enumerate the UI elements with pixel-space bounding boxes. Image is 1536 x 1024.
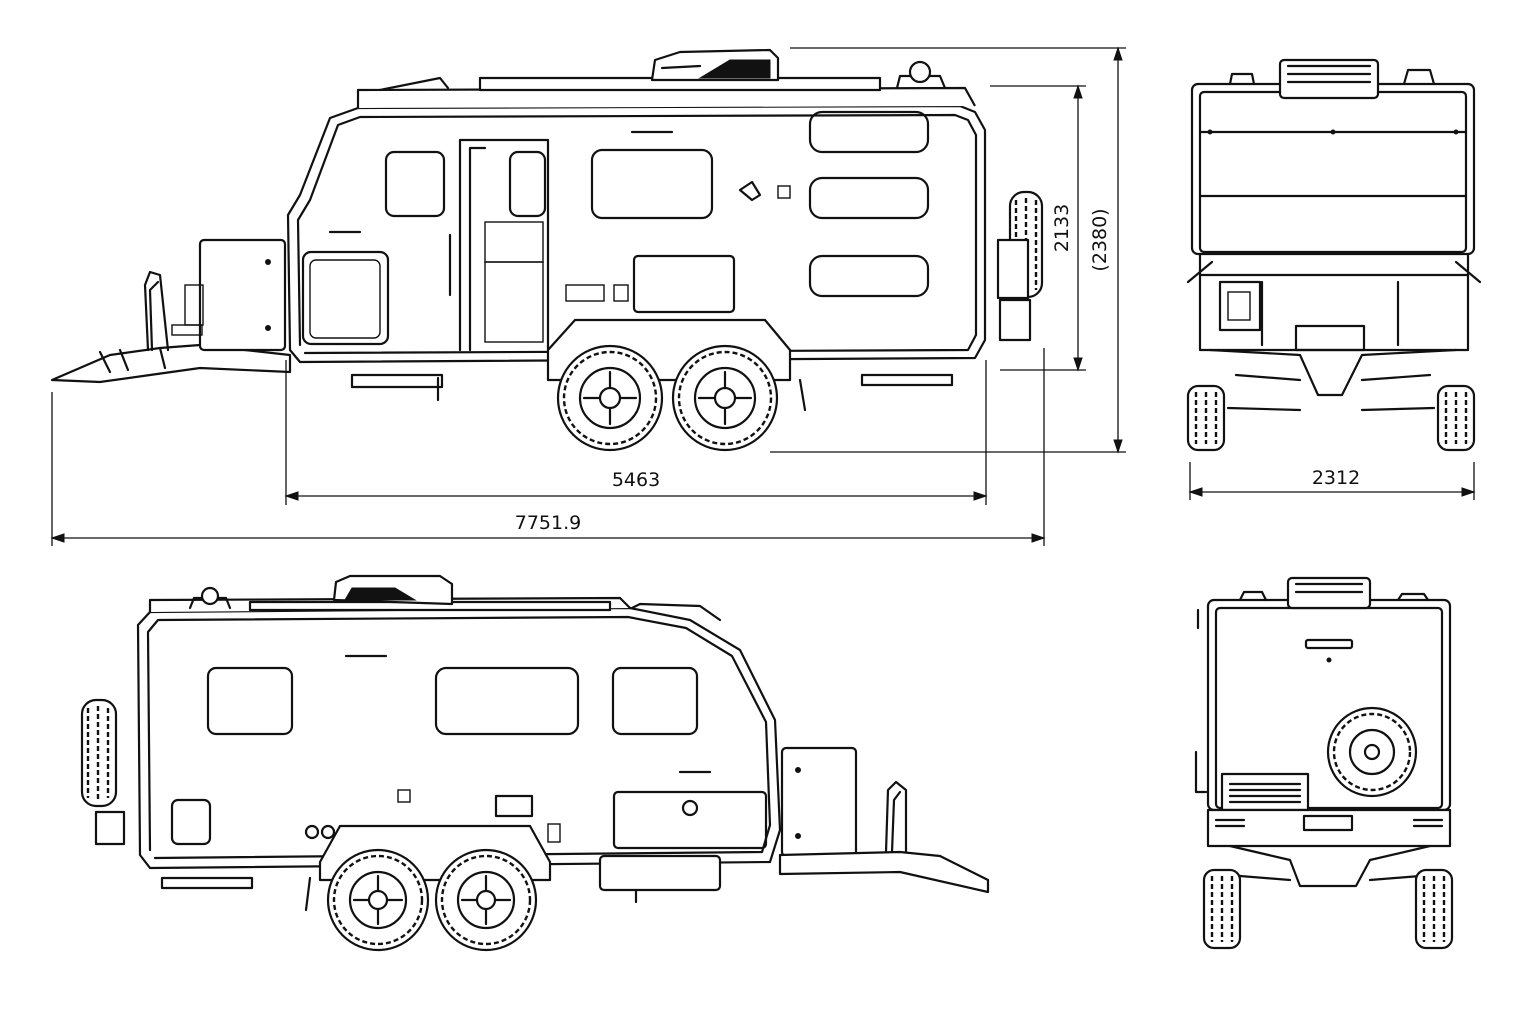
wheel: [326, 848, 430, 952]
dimension-overall-height: (2380): [1089, 208, 1111, 271]
rear-view: [1194, 576, 1454, 950]
dimension-lines-side: [50, 46, 1126, 546]
wheel: [434, 848, 538, 952]
dimension-body-length: 5463: [612, 469, 660, 491]
front-view: [1186, 58, 1482, 452]
dimension-overall-length: 7751.9: [515, 512, 581, 534]
side-view-door-side: [50, 48, 1044, 452]
dimension-lines-front: [1188, 462, 1476, 500]
wheel: [671, 344, 779, 452]
dimension-body-height: 2133: [1051, 204, 1073, 252]
dimension-width: 2312: [1312, 467, 1360, 489]
wheel: [556, 344, 664, 452]
side-view-off-side: [80, 574, 990, 952]
